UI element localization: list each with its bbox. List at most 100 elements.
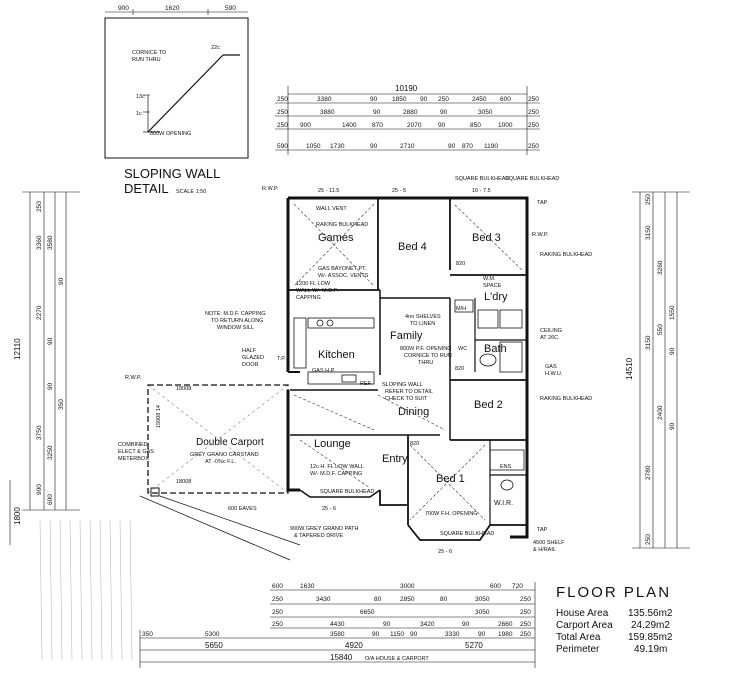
note-shelves-1: 4no SHELVES bbox=[405, 314, 441, 320]
dim: 250 bbox=[277, 96, 288, 103]
dim: 4920 bbox=[345, 641, 363, 650]
note-mdf-capping-2: TO RETURN ALONG bbox=[211, 318, 263, 324]
floor-plan-legend: FLOOR PLAN House Area 135.56m2 Carport A… bbox=[556, 584, 673, 655]
detail-note-3: 22c bbox=[211, 45, 220, 51]
note-ref: REF. bbox=[360, 381, 372, 387]
note-meterbox-2: ELECT & GAS bbox=[118, 449, 154, 455]
dim: 250 bbox=[520, 609, 531, 616]
room-bath: Bath bbox=[484, 343, 507, 355]
note-ceiling-2: AT 26C bbox=[540, 335, 558, 341]
dim: 5650 bbox=[205, 641, 223, 650]
detail-note-6: 800W OPENING bbox=[150, 131, 191, 137]
room-ens: ENS bbox=[500, 464, 512, 470]
dim: 5300 bbox=[205, 631, 220, 638]
note-wall-vent: WALL VENT bbox=[316, 206, 347, 212]
top-dimensions bbox=[275, 86, 540, 155]
room-carport: Double Carport bbox=[196, 437, 264, 448]
dim: 550 bbox=[657, 324, 664, 335]
right-dimensions bbox=[632, 191, 690, 549]
legend-title: FLOOR PLAN bbox=[556, 584, 671, 601]
note-gas-hwu-2: H.W.U. bbox=[545, 371, 563, 377]
top-dim-row-3: 250 900 1400 870 2070 90 850 1000 250 bbox=[277, 122, 539, 129]
dim: 4430 bbox=[330, 621, 345, 628]
plan-dim: 820 bbox=[410, 441, 419, 447]
dim: 1190 bbox=[484, 143, 498, 150]
detail-title-2: DETAIL bbox=[124, 181, 169, 196]
dim: 1730 bbox=[330, 143, 345, 150]
dim: 6650 bbox=[360, 609, 375, 616]
legend-label: Perimeter bbox=[556, 644, 600, 655]
room-entry: Entry bbox=[382, 453, 408, 465]
note-carport-1: GREY GRANO CARSTAND bbox=[190, 452, 259, 458]
top-dim-row-1: 250 3380 90 1850 90 250 2450 600 250 bbox=[277, 96, 539, 103]
dim: 90 bbox=[410, 631, 418, 638]
plan-dim: 18008 bbox=[176, 479, 191, 485]
dim: 90 bbox=[438, 122, 446, 129]
plan-dim: 25 - 5 bbox=[392, 188, 406, 194]
bottom-dim-row-5: 350 5300 3580 90 1150 90 3330 90 1980 25… bbox=[142, 631, 531, 638]
bottom-total-note: O/A HOUSE & CARPORT bbox=[365, 656, 429, 662]
note-square-bulkhead-1: SQUARE BULKHEAD bbox=[455, 176, 509, 182]
dim: 250 bbox=[277, 109, 288, 116]
dim: 250 bbox=[36, 201, 43, 212]
dim: 90 bbox=[58, 277, 65, 285]
dim: 90 bbox=[440, 109, 448, 116]
dim: 3050 bbox=[475, 596, 490, 603]
room-bed2: Bed 2 bbox=[474, 399, 503, 411]
note-low-wall-3: CAPPING bbox=[296, 295, 321, 301]
detail-title-1: SLOPING WALL bbox=[124, 166, 220, 181]
note-rwp-3: R.W.P. bbox=[125, 375, 142, 381]
note-path-1: 900W GREY GRANO PATH bbox=[290, 526, 358, 532]
dim: 250 bbox=[528, 122, 539, 129]
dim: 600 bbox=[490, 583, 501, 590]
note-half-glazed-3: DOOR bbox=[242, 362, 259, 368]
dim: 250 bbox=[528, 109, 539, 116]
dim: 2850 bbox=[400, 596, 415, 603]
dim: 3880 bbox=[320, 109, 335, 116]
dim: 90 bbox=[669, 347, 676, 355]
sloping-wall-detail: 900 1620 590 CORNICE TO RUN THRU 22c 13c… bbox=[104, 5, 249, 196]
room-family: Family bbox=[390, 330, 423, 342]
legend-value: 135.56m2 bbox=[628, 608, 673, 619]
dim: 3250 bbox=[47, 445, 54, 460]
dim: 90 bbox=[372, 631, 380, 638]
note-carport-2: AT -0%c F.L. bbox=[205, 459, 236, 465]
bottom-dim-row-4: 250 4430 90 3420 90 2660 250 bbox=[272, 621, 531, 628]
left-dim-column: 250 3360 3580 90 2270 90 350 3750 90 325… bbox=[36, 201, 65, 505]
right-dim-column: 250 3150 3260 1550 550 90 3150 2400 90 2… bbox=[645, 194, 676, 545]
note-low-wall-2: WALL W/- M.D.F. bbox=[296, 288, 339, 294]
note-wm-2: SPACE bbox=[483, 283, 502, 289]
note-rwp-2: R.W.P. bbox=[532, 232, 549, 238]
dim: 250 bbox=[438, 96, 449, 103]
note-shelf-2: & H/RAIL bbox=[533, 547, 556, 553]
note-wm-1: W.M. bbox=[483, 276, 496, 282]
legend-value: 49.19m bbox=[634, 644, 667, 655]
dim: 1150 bbox=[390, 631, 404, 638]
dim: 3150 bbox=[645, 335, 652, 350]
note-gas-bayonet-2: W/- ASSOC. VENTS bbox=[318, 273, 369, 279]
detail-dim-2: 1620 bbox=[165, 5, 180, 12]
dim: 3050 bbox=[478, 109, 493, 116]
room-wir: W.I.R. bbox=[494, 500, 513, 507]
bottom-total-dim: 15840 bbox=[330, 653, 353, 662]
note-path-2: & TAPERED DRIVE bbox=[294, 533, 343, 539]
plan-dim: 15008 14 bbox=[156, 405, 162, 428]
dim: 600 bbox=[272, 583, 283, 590]
dim: 90 bbox=[47, 382, 54, 390]
room-labels: Games Bed 4 Bed 3 L'dry Family Kitchen B… bbox=[196, 232, 513, 507]
note-square-bulkhead-3: SQUARE BULKHEAD bbox=[320, 489, 374, 495]
dim: 2070 bbox=[407, 122, 422, 129]
dim: 5270 bbox=[465, 641, 483, 650]
left-dimensions bbox=[9, 191, 80, 545]
dim: 1050 bbox=[306, 143, 321, 150]
note-raking-bulkhead-1: RAKING BULKHEAD bbox=[316, 222, 368, 228]
dim: 80 bbox=[440, 596, 448, 603]
dim: 250 bbox=[272, 621, 283, 628]
legend-value: 24.29m2 bbox=[631, 620, 670, 631]
dim: 1630 bbox=[300, 583, 315, 590]
dim: 870 bbox=[372, 122, 383, 129]
dim: 3420 bbox=[420, 621, 435, 628]
dim: 1980 bbox=[498, 631, 513, 638]
dim: 250 bbox=[520, 596, 531, 603]
